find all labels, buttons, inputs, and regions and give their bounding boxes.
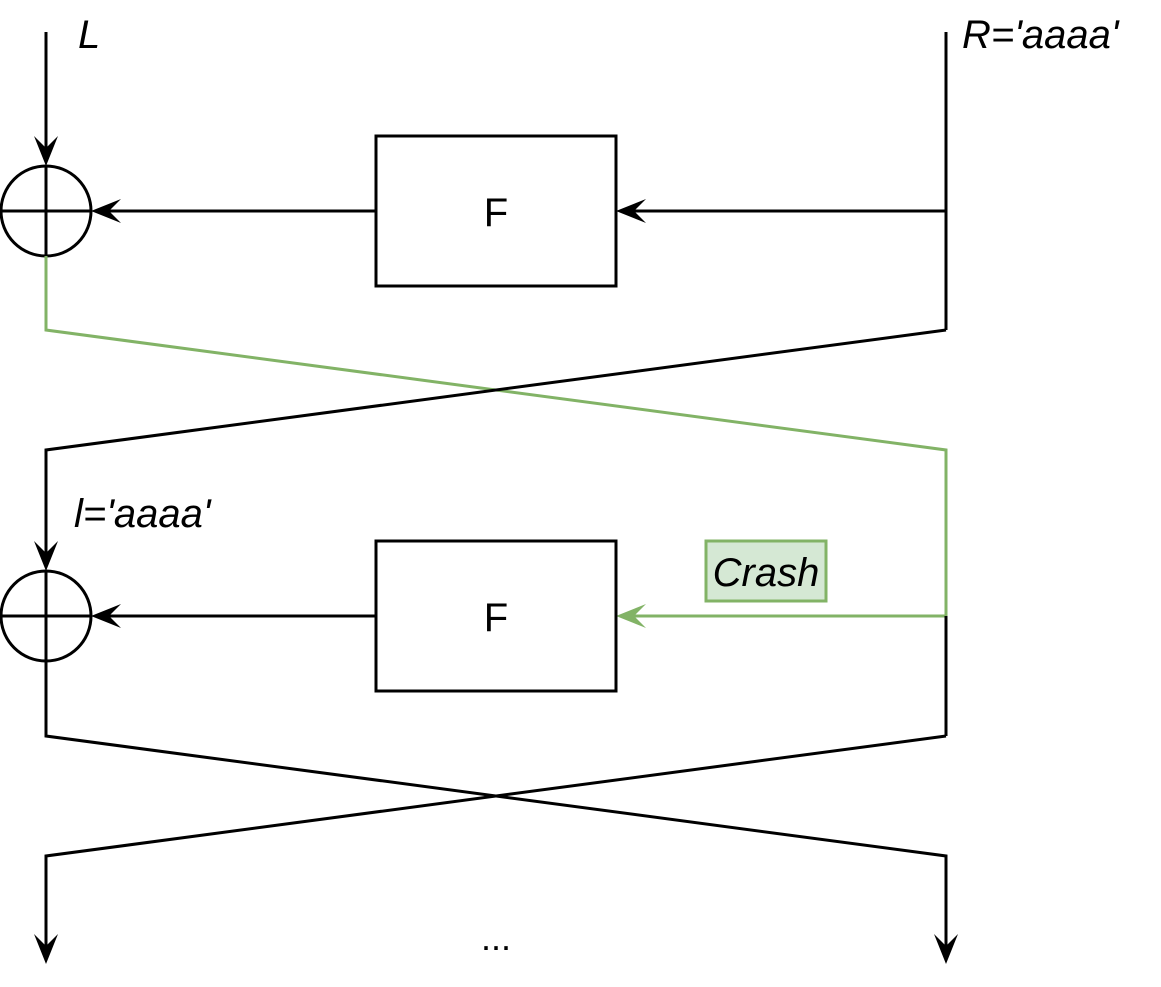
round2-swap-right-to-left-line xyxy=(44,734,947,950)
round1-swap-black-line xyxy=(44,328,947,561)
round2-f-output-arrowhead xyxy=(91,604,121,628)
round1-f-output-arrowhead xyxy=(91,199,121,223)
round1-f-input-arrowhead xyxy=(616,199,646,223)
crash-badge: Crash xyxy=(704,539,828,603)
right-input-label: R='aaaa' xyxy=(962,13,1120,57)
round1-f-box xyxy=(374,134,618,288)
left-input-label: L xyxy=(78,13,100,57)
round2-left-arrowhead xyxy=(34,541,58,571)
round1-f-label: F xyxy=(484,191,508,235)
left-output-arrowhead xyxy=(34,934,58,964)
round2-f-label: F xyxy=(484,596,508,640)
round2-xor-icon xyxy=(0,569,93,663)
continuation-ellipsis: ... xyxy=(481,917,511,958)
crash-label: Crash xyxy=(713,551,820,595)
round2-swap-left-to-right-line xyxy=(44,661,948,950)
round2-left-annotation: l='aaaa' xyxy=(74,492,212,536)
round2-f-input-arrowhead xyxy=(616,604,646,628)
left-input-arrowhead xyxy=(34,136,58,166)
round1-xor-icon xyxy=(0,164,93,258)
right-output-arrowhead xyxy=(934,934,958,964)
